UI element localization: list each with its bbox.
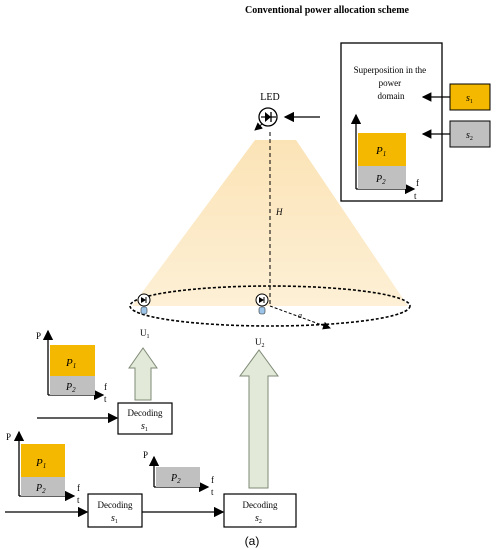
led-icon — [254, 107, 278, 131]
radius-line — [269, 305, 331, 330]
u1-p2-label: P2 — [65, 382, 76, 394]
u1-decoding-box — [117, 402, 173, 435]
u1-decoding-label: Decoding — [128, 408, 163, 418]
figure-caption: (a) — [245, 534, 260, 548]
decoding2-box — [223, 493, 297, 528]
s1-box — [449, 83, 491, 111]
user1-receiver-icon — [137, 293, 151, 315]
u1-decoding-symbol: s1 — [141, 421, 148, 433]
mid-axis-f: f — [211, 475, 214, 485]
u2-decoding1-symbol: s1 — [111, 513, 118, 525]
u1-p1-block — [50, 345, 95, 376]
radius-label: a — [298, 311, 302, 320]
s1-label: s1 — [466, 93, 473, 105]
user2-receiver-icon — [255, 293, 269, 315]
mid-axis-t: t — [211, 487, 214, 497]
u2-decoding1-label: Decoding — [98, 500, 133, 510]
decoding2-label: Decoding — [243, 500, 278, 510]
box-p1-block — [358, 133, 406, 166]
u1-p2-block — [50, 376, 95, 395]
height-label: H — [275, 207, 283, 217]
u1-axis-t: t — [104, 394, 107, 404]
mid-p2-block — [156, 467, 200, 487]
user2-up-arrow — [239, 349, 279, 489]
u2-decoding1-box — [87, 493, 143, 528]
led-label: LED — [260, 92, 279, 103]
u2-axis-t: t — [77, 495, 80, 505]
u1-axis-p: P — [36, 331, 41, 341]
user1-label: U1 — [140, 328, 150, 340]
box-p2-block — [358, 166, 406, 189]
diagram-title: Conventional power allocation scheme — [245, 5, 410, 16]
user2-label: U2 — [255, 337, 265, 349]
mid-axis-p: P — [143, 450, 148, 460]
user1-up-arrow — [128, 347, 158, 401]
box-t-label: t — [414, 191, 417, 201]
u1-p1-label: P1 — [65, 357, 76, 370]
u2-p2-block — [21, 477, 65, 496]
u2-p2-label: P2 — [35, 483, 46, 495]
s2-box — [449, 120, 491, 148]
s2-label: s2 — [466, 130, 473, 142]
u2-p1-block — [21, 444, 65, 477]
superposition-label: Superposition in the power domain — [354, 65, 429, 101]
box-p2-label: P2 — [375, 174, 386, 186]
box-p1-label: P1 — [375, 145, 386, 158]
box-f-label: f — [416, 178, 419, 188]
u1-axis-f: f — [104, 382, 107, 392]
decoding2-symbol: s2 — [255, 513, 262, 525]
u2-axis-f: f — [77, 483, 80, 493]
u2-p1-label: P1 — [35, 457, 46, 470]
mid-p2-label: P2 — [170, 473, 181, 485]
u2-axis-p: P — [6, 432, 11, 442]
